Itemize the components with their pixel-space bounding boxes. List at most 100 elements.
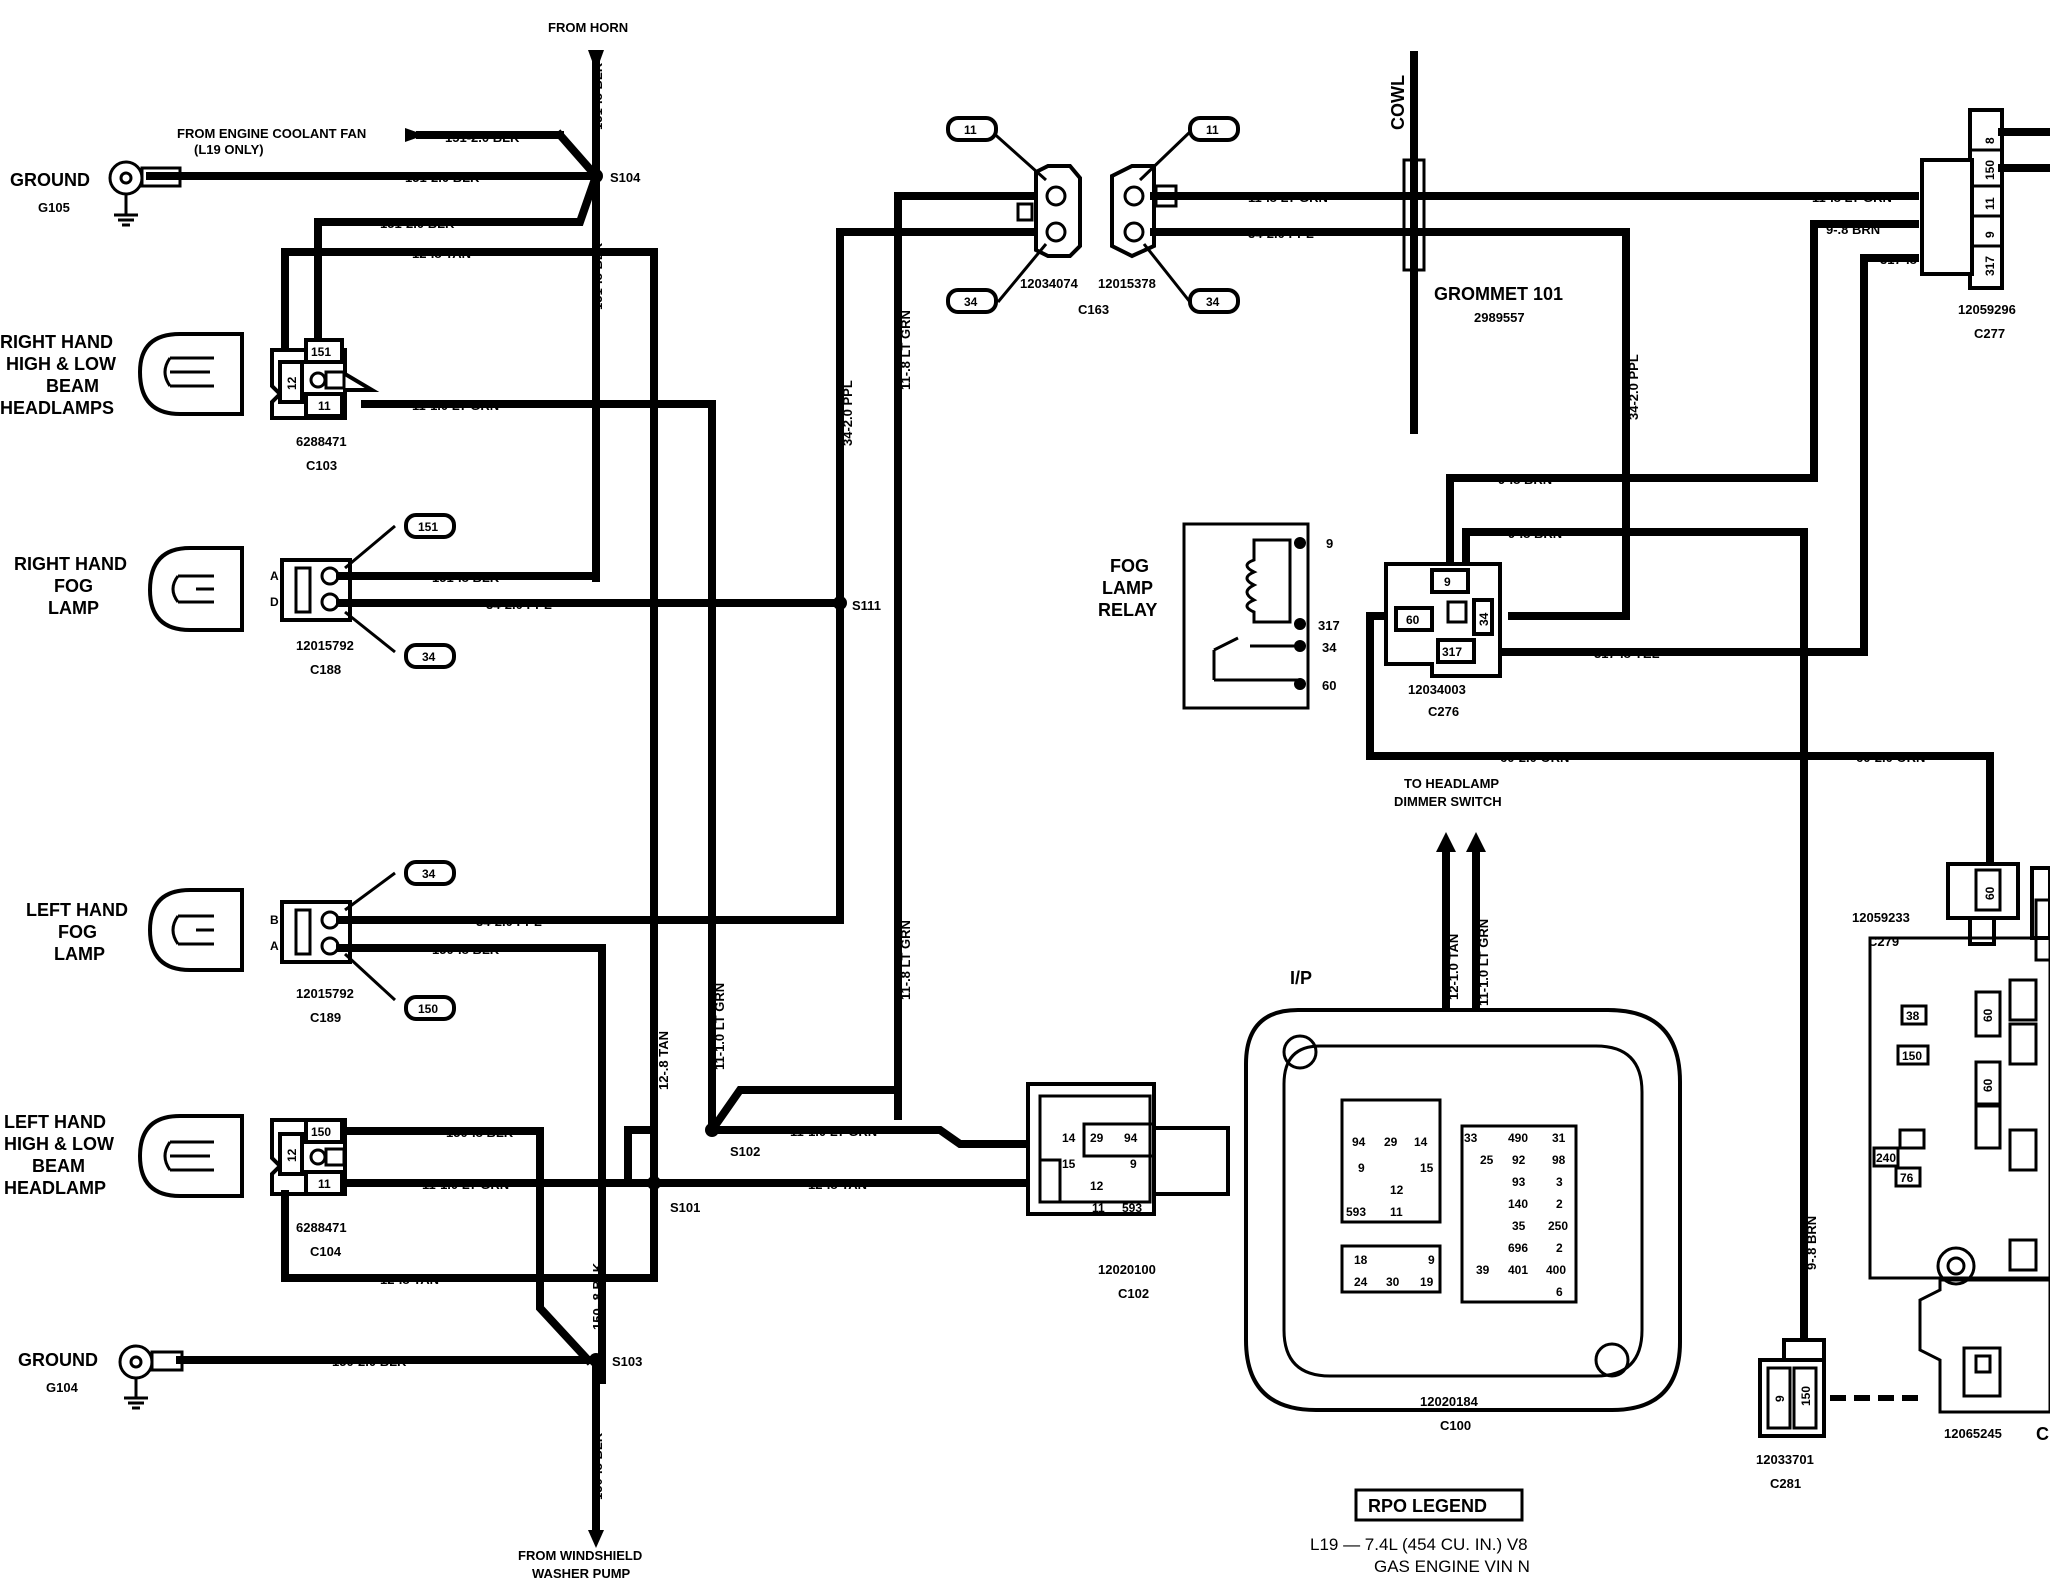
c276-pin-9: 9 (1444, 575, 1451, 589)
c188-pn: 12015792 (296, 638, 354, 653)
fuse-block-fuses: 38 150 60 60 240 76 (1872, 978, 2038, 1272)
connector-c277: 8 150 11 9 317 (1920, 108, 2004, 290)
svg-text:3: 3 (1556, 1175, 1563, 1189)
label-w11-c102: 11-1.0 LT GRN (790, 1124, 877, 1139)
svg-text:35: 35 (1512, 1219, 1526, 1233)
label-w151-c103: 151-2.0 BLK (380, 216, 455, 231)
label-fog-relay-1: FOG (1110, 556, 1149, 576)
label-s104: S104 (610, 170, 641, 185)
svg-text:24: 24 (1354, 1275, 1368, 1289)
wire-151-c103 (314, 170, 602, 354)
svg-text:8: 8 (1983, 137, 1997, 144)
relay-pin-34: 34 (1322, 640, 1337, 655)
wire-9-brn-b (1462, 528, 1808, 1364)
wire-11-vertical (894, 192, 1040, 1120)
label-w12-ip: 12-1.0 TAN (1446, 934, 1461, 1000)
label-lh-headlamp-3: BEAM (32, 1156, 85, 1176)
c100-grid-c (1340, 1244, 1442, 1294)
arrow-fan-icon (405, 128, 425, 142)
svg-text:150: 150 (1983, 160, 1997, 180)
label-w151-vert: 151-.8 BLK (590, 242, 605, 310)
svg-text:18: 18 (1354, 1253, 1368, 1267)
svg-text:25: 25 (1480, 1153, 1494, 1167)
label-cowl: COWL (1388, 75, 1408, 130)
grommet-101-icon (1402, 158, 1426, 272)
c103-pin-11: 11 (318, 399, 331, 413)
label-lh-headlamp-4: HEADLAMP (4, 1178, 106, 1198)
label-lh-fog-1: LEFT HAND (26, 900, 128, 920)
fuse-block (1868, 936, 2050, 1280)
label-to-dimmer-2: DIMMER SWITCH (1394, 794, 1502, 809)
label-rh-fog-3: LAMP (48, 598, 99, 618)
callout-11a (946, 116, 998, 142)
label-rh-fog-2: FOG (54, 576, 93, 596)
wire-12-tan-top (281, 248, 658, 1282)
connector-c188: A D (270, 558, 352, 622)
svg-text:11: 11 (1983, 197, 1997, 210)
c163-pn-b: 12015378 (1098, 276, 1156, 291)
svg-text:B: B (270, 913, 279, 927)
svg-text:6: 6 (1556, 1285, 1563, 1299)
ground-terminal-g105 (108, 160, 144, 196)
label-s111: S111 (852, 598, 881, 613)
label-s103: S103 (612, 1354, 642, 1369)
svg-text:150: 150 (1902, 1049, 1922, 1063)
svg-text:9: 9 (1130, 1157, 1137, 1171)
svg-text:401: 401 (1508, 1263, 1528, 1277)
label-lh-headlamp-2: HIGH & LOW (4, 1134, 114, 1154)
label-w151-fog: 151-.8 BLK (432, 570, 500, 585)
svg-text:2: 2 (1556, 1241, 1563, 1255)
label-w34-lhfog: 34-2.0 PPL (476, 914, 542, 929)
label-w11-c277: 11-.8 LT GRN (1812, 190, 1892, 205)
label-w12-c104: 12-.8 TAN (380, 1272, 439, 1287)
svg-text:14: 14 (1414, 1135, 1428, 1149)
label-rh-headlamps-2: HIGH & LOW (6, 354, 116, 374)
connector-c163 (1016, 164, 1178, 259)
svg-text:240: 240 (1876, 1151, 1896, 1165)
wire-11-c103 (361, 400, 716, 1134)
arrow-from-horn-icon (588, 50, 604, 72)
label-w150-vert: 150-.8 BLK (590, 1262, 605, 1330)
label-w150-c104: 150-.8 BLK (446, 1125, 514, 1140)
callout-151 (404, 513, 456, 539)
c103-pin-151: 151 (311, 345, 331, 359)
svg-text:9: 9 (1773, 1395, 1787, 1402)
label-w317: 317-.8 YEL (1594, 646, 1660, 661)
connector-c279: 60 (1946, 862, 2020, 946)
svg-text:593: 593 (1122, 1201, 1142, 1215)
label-l19-only: (L19 ONLY) (194, 142, 264, 157)
c277-id: C277 (1974, 326, 2005, 341)
svg-text:A: A (270, 939, 279, 953)
wire-34-ppl-top (1150, 228, 1630, 620)
svg-text:29: 29 (1090, 1131, 1104, 1145)
wire-12-c104 (281, 1190, 658, 1282)
svg-text:11: 11 (1092, 1201, 1105, 1215)
c100-grid-a (1340, 1098, 1442, 1224)
c276-id: C276 (1428, 704, 1459, 719)
svg-text:151: 151 (418, 520, 438, 534)
wire-60-orn (1366, 612, 1994, 868)
label-w9-c277: 9-.8 BRN (1826, 222, 1880, 237)
callout-11b (1188, 116, 1240, 142)
rh-headlamp-icon (137, 332, 244, 416)
label-ground-bottom: GROUND (18, 1350, 98, 1370)
label-w60-b: 60-2.0 ORN (1856, 750, 1925, 765)
svg-text:11: 11 (1390, 1205, 1403, 1219)
callout-34a (946, 288, 998, 314)
label-w60-a: 60-2.0 ORN (1500, 750, 1569, 765)
c104-pin-12: 12 (285, 1148, 299, 1162)
label-w151-g105: 151-2.0 BLK (405, 170, 480, 185)
label-g105: G105 (38, 200, 70, 215)
label-rpo-line2: GAS ENGINE VIN N (1374, 1557, 1530, 1576)
connector-12065245 (1918, 1278, 2050, 1414)
svg-text:9: 9 (1358, 1161, 1365, 1175)
svg-text:34: 34 (964, 295, 978, 309)
c104-pin-11: 11 (318, 1177, 331, 1191)
label-w34-fog: 34-2.0 PPL (486, 597, 552, 612)
c104-id: C104 (310, 1244, 342, 1259)
c276-pin-60: 60 (1406, 613, 1420, 627)
svg-text:34: 34 (422, 650, 436, 664)
label-w150-lhfog: 150-.8 BLK (432, 942, 500, 957)
connector-c281: 9 150 (1758, 1338, 1826, 1438)
